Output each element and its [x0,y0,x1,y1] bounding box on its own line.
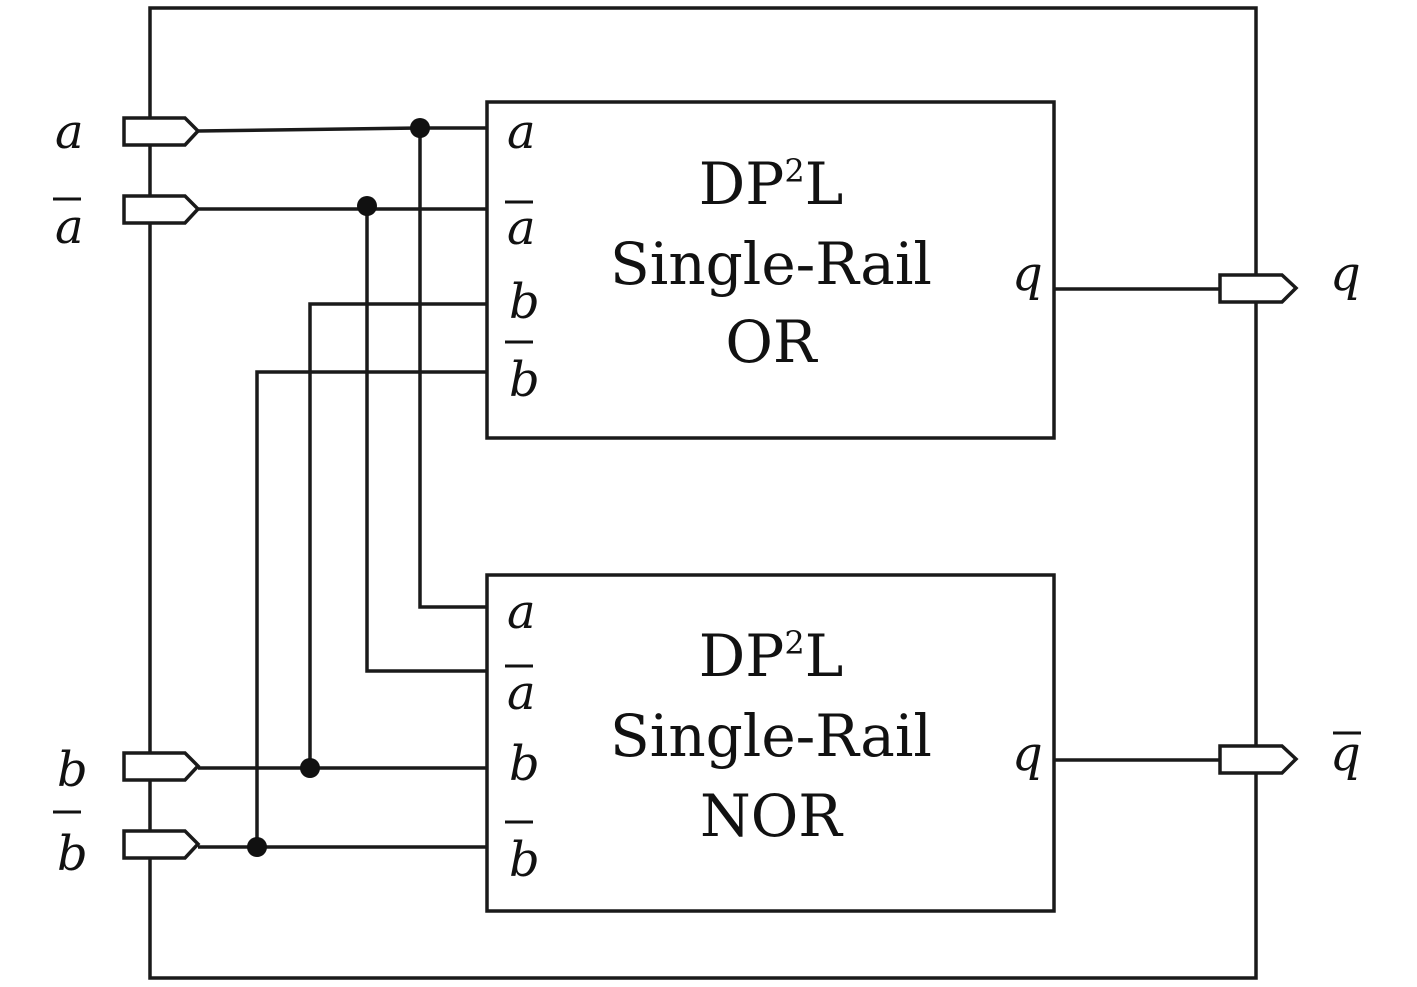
junction-dot-b [300,758,320,778]
wire-a-nor [418,128,487,609]
port-abar [122,194,201,225]
port-qbar [1218,744,1299,775]
or-pin-b: b [509,274,540,330]
or-block-labels: a a b b q DP2L Single-Rail OR [505,104,1043,408]
junction-dot-bbar [247,837,267,857]
or-title-line3: OR [725,308,819,376]
label-output-q: q [1330,246,1361,302]
nor-pin-abar: a [507,665,536,721]
nor-pin-a: a [507,584,536,640]
nor-pin-b: b [509,736,540,792]
port-a [122,116,201,147]
wire-abar-nor [365,209,487,673]
nor-title-line1: DP2L [699,622,843,690]
or-pin-q: q [1012,246,1043,302]
wire-bbar-or [255,370,487,847]
or-pin-a: a [507,104,536,160]
nor-block-labels: a a b b q DP2L Single-Rail NOR [505,584,1043,888]
or-pin-bbar: b [509,352,540,408]
or-title-line1: DP2L [699,150,843,218]
port-q [1218,273,1299,304]
nor-block [485,573,1056,913]
or-block [485,100,1056,440]
nor-pin-q: q [1012,726,1043,782]
label-input-a: a [55,104,84,160]
label-input-b: b [57,742,88,798]
nor-pin-bbar: b [509,832,540,888]
label-input-abar: a [55,199,84,255]
port-bbar [122,829,201,860]
port-b [122,751,201,782]
junction-dot-abar [357,196,377,216]
label-input-bbar: b [57,826,88,882]
wire-b-or [308,302,487,768]
or-pin-abar: a [507,200,536,256]
or-title-line2: Single-Rail [610,230,932,298]
junction-dot-a [410,118,430,138]
nor-title-line2: Single-Rail [610,702,932,770]
label-output-qbar: q [1330,726,1361,782]
nor-title-line3: NOR [700,782,844,850]
